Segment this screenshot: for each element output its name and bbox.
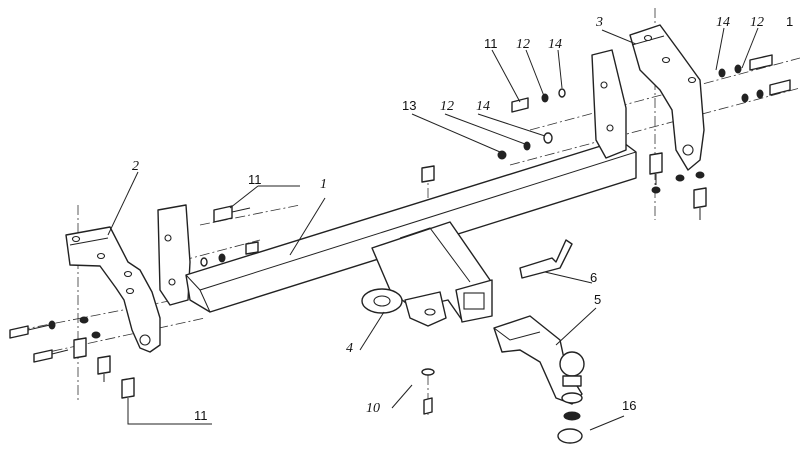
left-bolts xyxy=(9,316,135,408)
callout-5: 5 xyxy=(594,292,601,307)
ball-mount xyxy=(493,315,585,444)
callout-13: 13 xyxy=(402,98,416,113)
callout-6: 6 xyxy=(590,270,597,285)
leader-lines xyxy=(107,27,759,431)
callout-11-bottom: 11 xyxy=(194,408,208,423)
callout-1: 1 xyxy=(320,177,327,192)
callout-12-right: 12 xyxy=(750,15,764,30)
hitch-pin xyxy=(519,239,573,279)
callout-3: 3 xyxy=(595,15,603,30)
callout-16: 16 xyxy=(622,398,636,413)
small-bolt xyxy=(421,368,435,415)
callout-2: 2 xyxy=(132,159,139,174)
callout-12-middle: 12 xyxy=(440,99,454,114)
callout-14-right: 14 xyxy=(716,15,730,30)
center-fasteners xyxy=(200,88,566,267)
callout-11-upper-left: 11 xyxy=(248,172,262,187)
right-bracket xyxy=(629,24,705,171)
chain-ring xyxy=(361,288,403,314)
callout-10: 10 xyxy=(366,401,380,416)
callout-14-center: 14 xyxy=(548,37,562,52)
callout-11-center: 11 xyxy=(484,36,498,51)
callout-12-center: 12 xyxy=(516,37,530,52)
callout-1-edge: 1 xyxy=(786,14,793,29)
callout-labels: 1 2 3 4 5 6 10 11 11 11 12 12 12 13 14 1… xyxy=(132,14,793,423)
main-cross-bar xyxy=(157,49,637,327)
right-bolts xyxy=(649,54,791,220)
callout-14-middle: 14 xyxy=(476,99,490,114)
callout-4: 4 xyxy=(346,341,353,356)
left-bracket xyxy=(65,226,161,353)
